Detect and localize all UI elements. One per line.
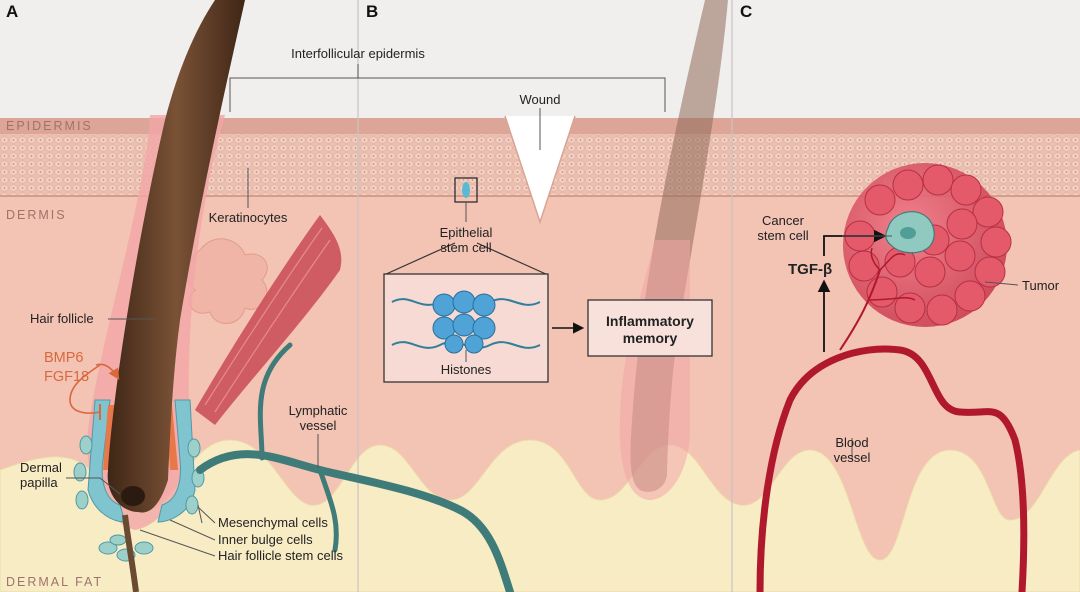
dermal-fat-layer	[0, 439, 1080, 592]
inflammatory-memory-box	[587, 299, 713, 357]
label-mesenchymal-cells: Mesenchymal cells	[218, 515, 328, 530]
label-inflammatory-memory-line1: Inflammatory	[606, 313, 694, 329]
label-inflammatory-memory-line2: memory	[623, 330, 678, 346]
label-epithelial-stem-cell-line1: Epithelial	[440, 225, 493, 240]
epithelial-stem-cell	[462, 182, 470, 198]
layer-label-dermal-fat: DERMAL FAT	[6, 575, 103, 589]
label-wound: Wound	[520, 92, 561, 107]
histones	[432, 290, 496, 354]
label-blood-vessel-line1: Blood	[835, 435, 868, 450]
feedback-inhibition-line	[69, 364, 101, 414]
label-cancer-stem-cell-line2: stem cell	[757, 228, 808, 243]
label-bmp6: BMP6	[44, 350, 84, 366]
label-lymphatic-vessel-line2: vessel	[300, 418, 337, 433]
panel-label-b: B	[366, 2, 378, 21]
label-dermal-papilla-line2: papilla	[20, 475, 58, 490]
label-blood-vessel-line2: vessel	[834, 450, 871, 465]
hair-shaft	[107, 0, 245, 513]
label-inner-bulge-cells: Inner bulge cells	[218, 532, 313, 547]
mesenchymal-cells	[73, 435, 205, 562]
panel-label-a: A	[6, 2, 18, 21]
label-lymphatic-vessel-line1: Lymphatic	[289, 403, 348, 418]
dermal-papilla	[121, 486, 145, 506]
keratinocyte-shape	[186, 238, 268, 324]
label-hair-follicle: Hair follicle	[30, 311, 94, 326]
blood-vessel	[756, 345, 1028, 592]
label-epithelial-stem-cell-line2: stem cell	[440, 240, 491, 255]
label-fgf18: FGF18	[44, 369, 89, 385]
wound-notch	[505, 116, 575, 222]
layer-label-dermis: DERMIS	[6, 208, 67, 222]
label-tgf-beta: TGF-β	[788, 261, 832, 278]
leader-lines	[66, 64, 1019, 557]
hair-follicle-stem-cells-zone	[87, 399, 126, 523]
panel-label-c: C	[740, 2, 752, 21]
arrector-muscle	[195, 215, 342, 425]
label-hair-follicle-stem-cells: Hair follicle stem cells	[218, 548, 343, 563]
layer-label-epidermis: EPIDERMIS	[6, 119, 93, 133]
label-histones: Histones	[441, 362, 492, 377]
label-interfollicular-epidermis: Interfollicular epidermis	[291, 46, 425, 61]
label-cancer-stem-cell-line1: Cancer	[762, 213, 805, 228]
label-dermal-papilla-line1: Dermal	[20, 460, 62, 475]
label-keratinocytes: Keratinocytes	[209, 210, 288, 225]
label-tumor: Tumor	[1022, 278, 1060, 293]
